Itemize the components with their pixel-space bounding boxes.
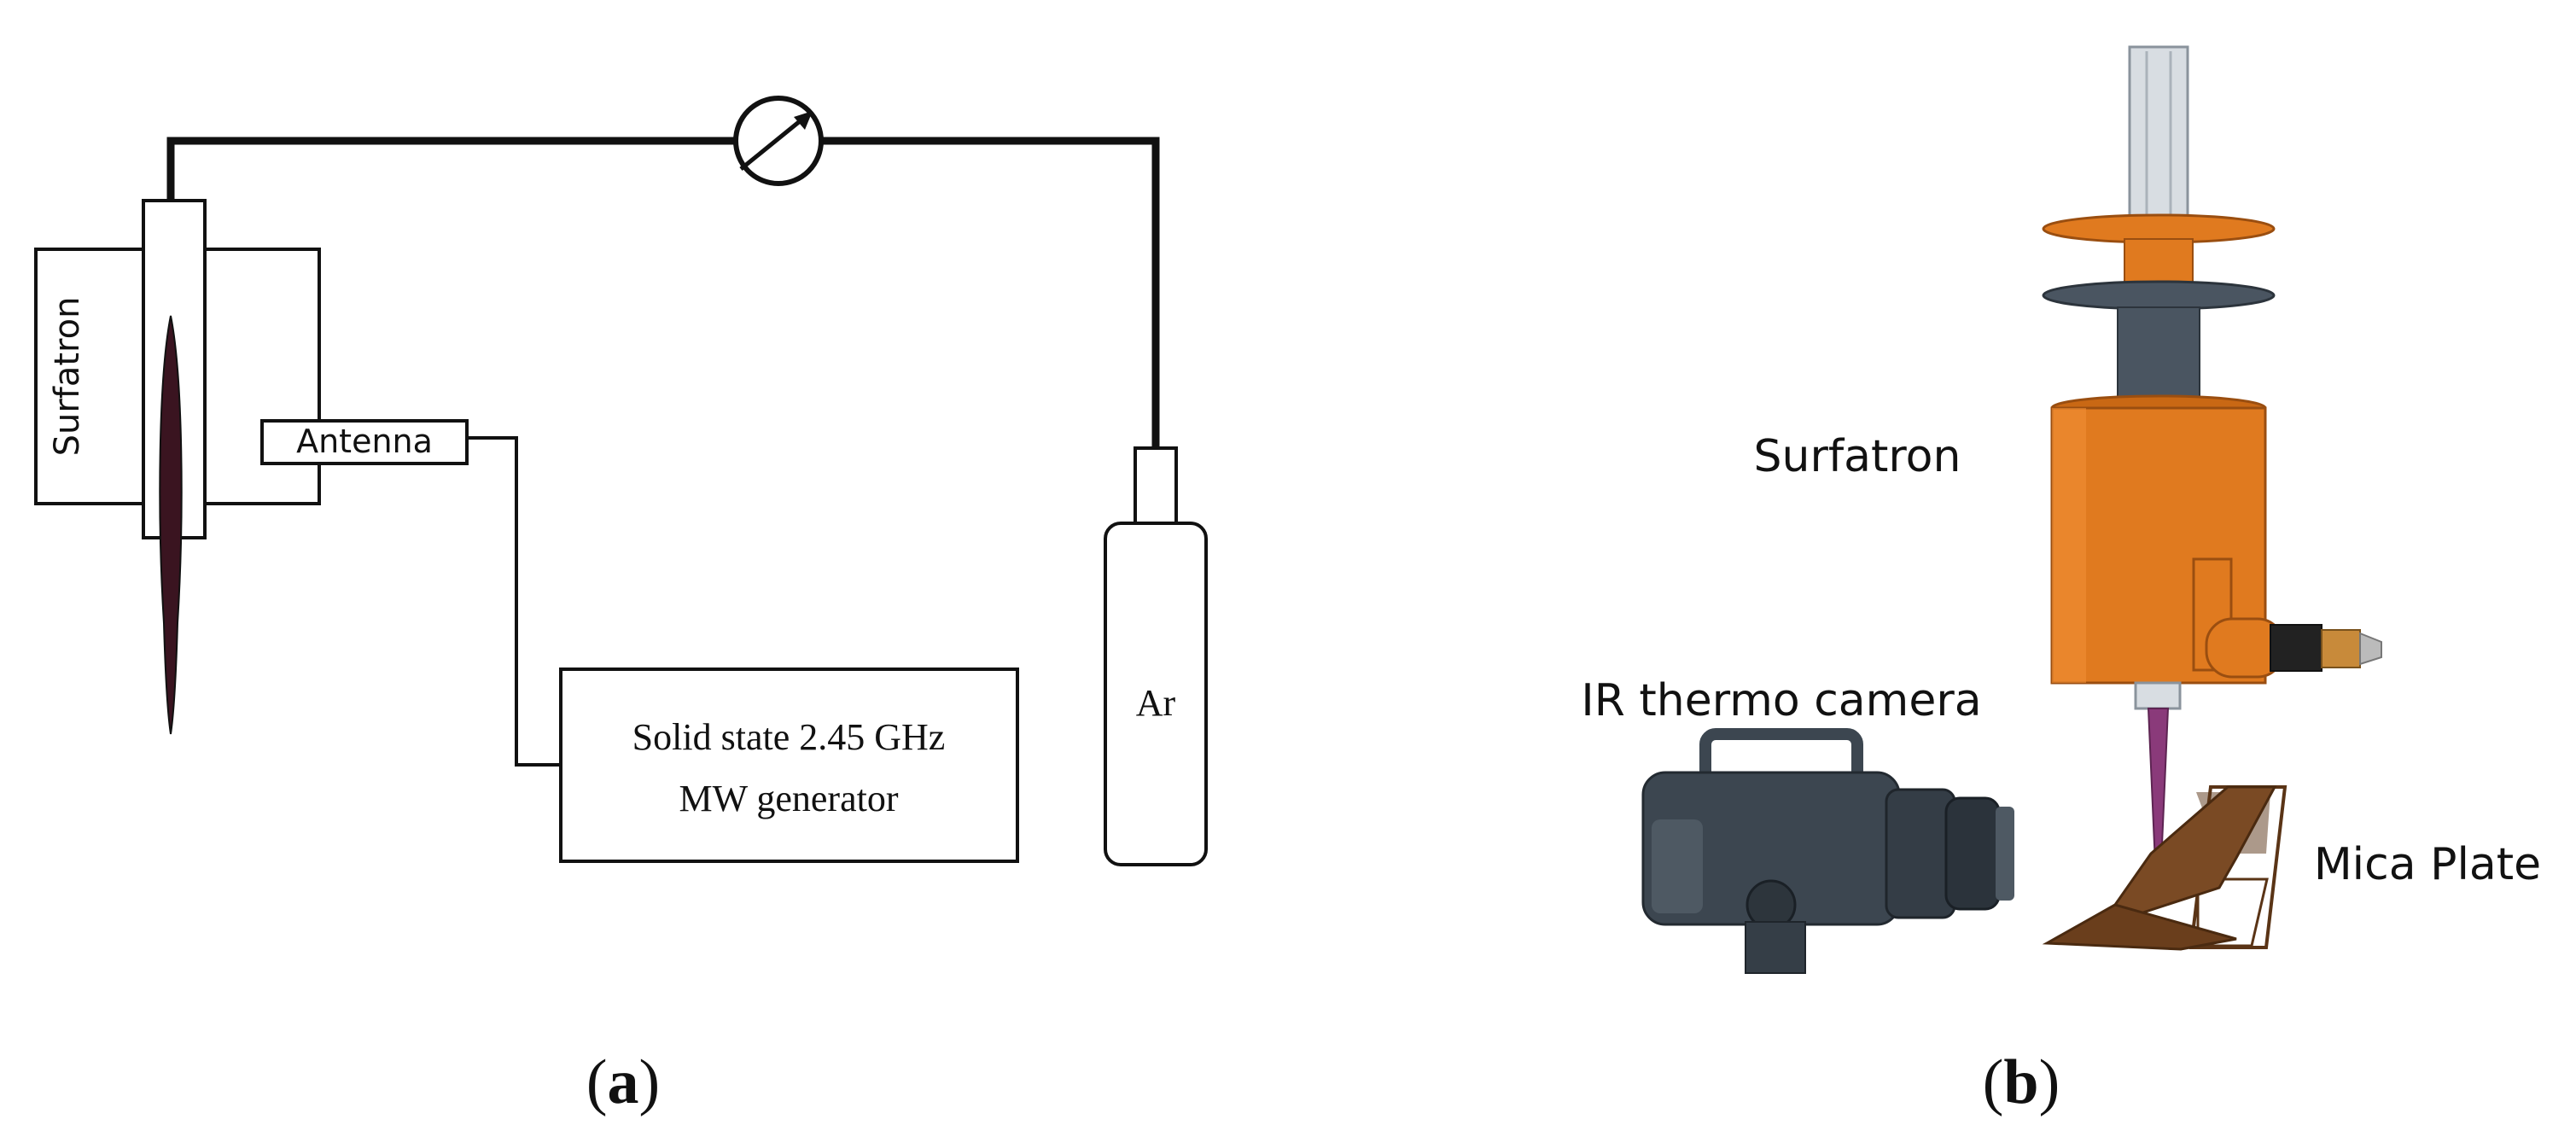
panel-b-render: Surfatron IR thermo camera Mica Plate xyxy=(1581,45,2541,974)
caption-a: (a) xyxy=(586,1047,660,1117)
lower-tube xyxy=(2134,681,2182,710)
antenna-cable xyxy=(467,436,561,767)
surfatron-label-a: Surfatron xyxy=(48,297,87,457)
ar-bottle xyxy=(1104,522,1208,866)
mica-plate-label: Mica Plate xyxy=(2314,839,2541,890)
ir-camera-label: IR thermo camera xyxy=(1581,675,1981,726)
mw-generator-box xyxy=(559,668,1019,863)
generator-label-line1: Solid state 2.45 GHz xyxy=(632,716,946,758)
caption-b: (b) xyxy=(1983,1047,2060,1117)
flow-meter-gauge-icon xyxy=(733,96,824,186)
ir-camera xyxy=(1641,728,2014,974)
surfatron-label-b: Surfatron xyxy=(1754,431,1961,482)
n-connector xyxy=(2205,617,2382,679)
panel-a-schematic: Surfatron Antenna Solid state 2.45 GHz M… xyxy=(34,96,1208,866)
antenna-box xyxy=(260,419,469,465)
mica-plate xyxy=(2042,785,2288,951)
caption-a-letter: a xyxy=(608,1047,639,1117)
plasma-column xyxy=(159,315,183,735)
tuning-flange xyxy=(2042,280,2276,311)
caption-b-letter: b xyxy=(2003,1047,2038,1117)
gas-line xyxy=(166,137,1160,448)
quartz-tube xyxy=(2128,45,2189,232)
ar-label: Ar xyxy=(1136,682,1176,724)
generator-label-line2: MW generator xyxy=(679,778,899,819)
antenna-label: Antenna xyxy=(296,423,433,460)
tuning-shaft xyxy=(2117,306,2200,406)
ar-bottle-valve xyxy=(1134,446,1178,525)
